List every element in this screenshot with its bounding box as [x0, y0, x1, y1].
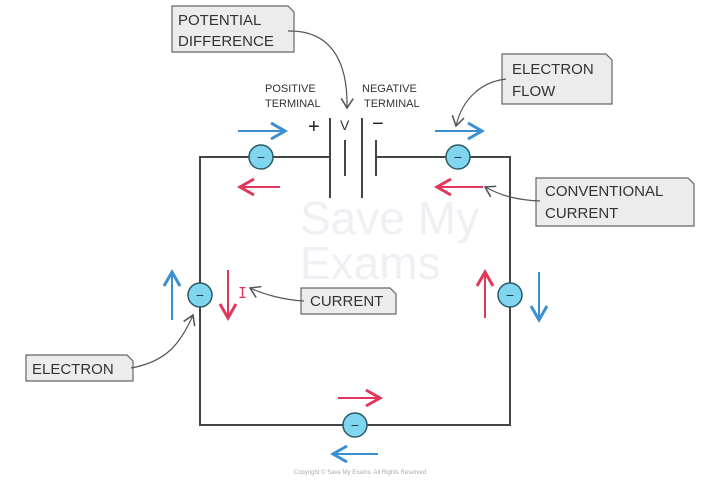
svg-text:−: − — [506, 287, 514, 303]
svg-text:CURRENT: CURRENT — [545, 205, 618, 222]
positive-terminal-label: POSITIVE — [265, 83, 316, 95]
electron-flow-arrows — [162, 121, 549, 464]
svg-text:CONVENTIONAL: CONVENTIONAL — [545, 183, 663, 200]
electron: − — [248, 144, 274, 170]
svg-text:FLOW: FLOW — [512, 83, 556, 100]
electron: − — [342, 412, 368, 438]
current-callout: CURRENT — [248, 285, 397, 315]
negative-terminal-label: NEGATIVE — [362, 83, 417, 95]
svg-text:ELECTRON: ELECTRON — [32, 361, 114, 378]
negative-terminal-label-2: TERMINAL — [364, 98, 420, 110]
watermark: Save My Exams — [300, 192, 479, 289]
svg-text:POTENTIAL: POTENTIAL — [178, 12, 261, 29]
electron: − — [497, 282, 523, 308]
conventional-current-callout: CONVENTIONAL CURRENT — [483, 177, 695, 227]
potential-difference-callout: POTENTIAL DIFFERENCE — [171, 5, 354, 110]
svg-text:ELECTRON: ELECTRON — [512, 61, 594, 78]
electron-flow-callout: ELECTRON FLOW — [451, 53, 613, 128]
conventional-current-arrows — [218, 177, 495, 408]
watermark-line-2: Exams — [300, 237, 441, 289]
minus-sign: − — [372, 113, 384, 135]
watermark-line-1: Save My — [300, 192, 479, 244]
svg-text:−: − — [257, 149, 265, 165]
positive-terminal-label-2: TERMINAL — [265, 98, 321, 110]
svg-text:DIFFERENCE: DIFFERENCE — [178, 33, 274, 50]
current-symbol: I — [238, 284, 247, 302]
copyright-text: Copyright © Save My Exams. All Rights Re… — [294, 469, 426, 476]
electron-callout: ELECTRON — [25, 313, 196, 382]
electrons: − − − − − — [187, 144, 523, 438]
electron: − — [445, 144, 471, 170]
plus-sign: + — [308, 116, 320, 138]
battery-cell — [329, 118, 377, 198]
svg-text:−: − — [351, 417, 359, 433]
svg-text:−: − — [196, 287, 204, 303]
voltage-symbol: V — [340, 117, 350, 133]
svg-text:CURRENT: CURRENT — [310, 293, 383, 310]
svg-text:−: − — [454, 149, 462, 165]
electron: − — [187, 282, 213, 308]
